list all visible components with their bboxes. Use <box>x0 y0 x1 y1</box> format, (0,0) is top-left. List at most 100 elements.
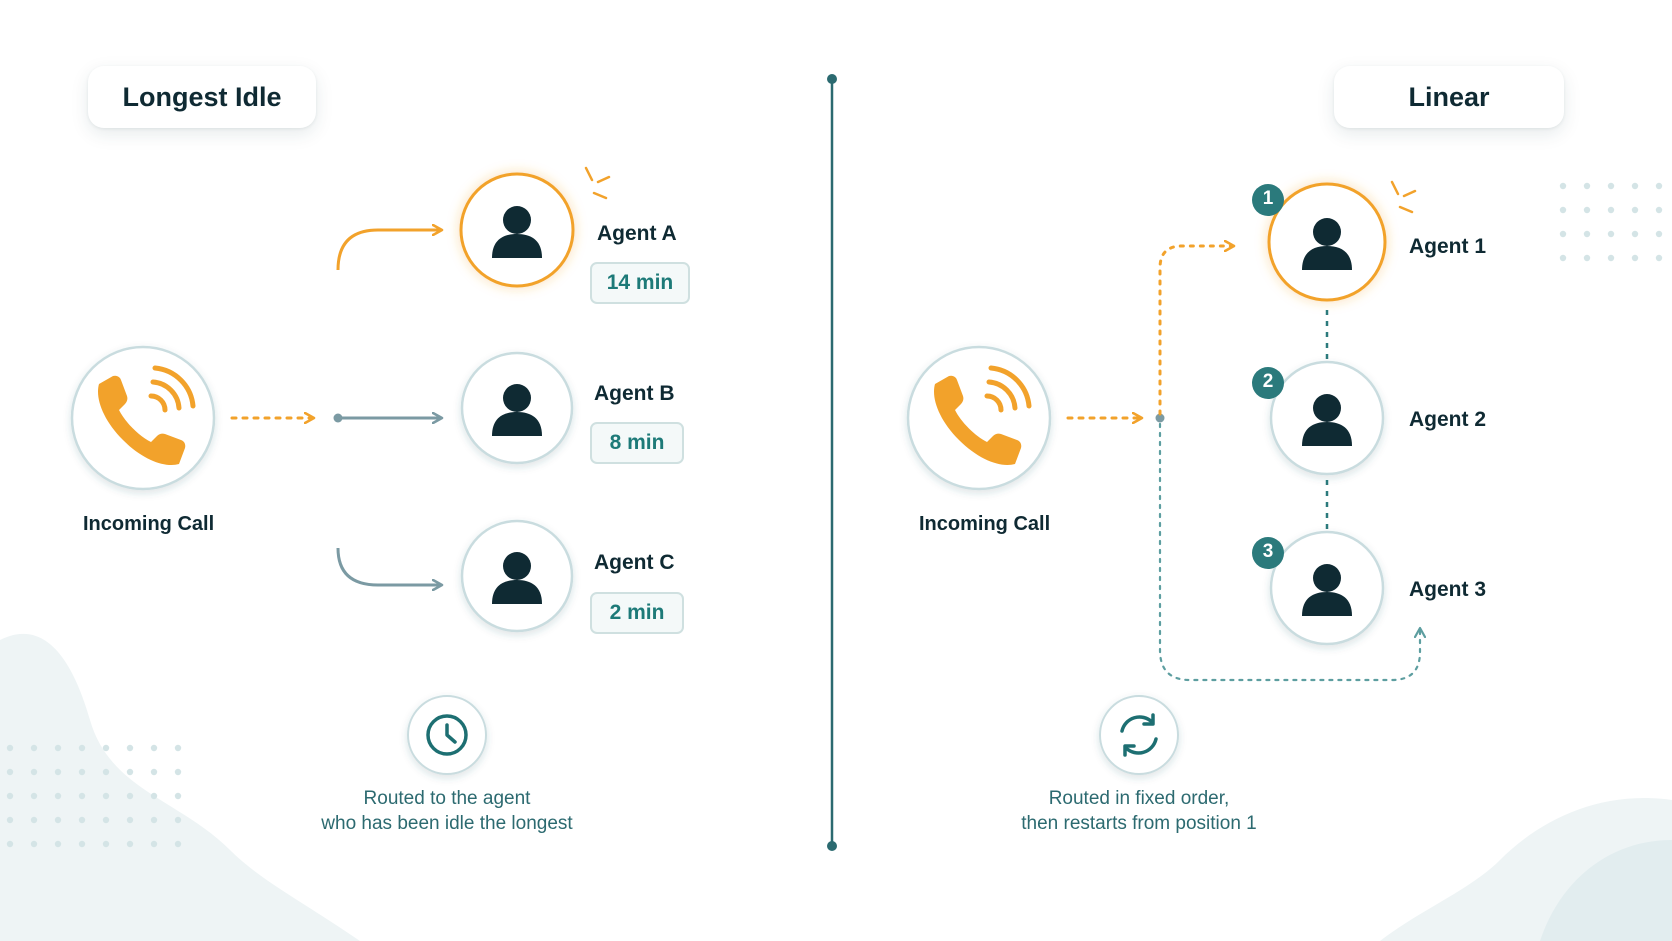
decorative-dot <box>126 768 134 776</box>
decorative-dot <box>1607 254 1615 262</box>
right-title-card: Linear <box>1334 66 1564 128</box>
phone-icon <box>98 365 196 465</box>
right-caption-line2: then restarts from position 1 <box>1021 813 1257 834</box>
left-title: Longest Idle <box>122 81 282 112</box>
decorative-dot <box>150 768 158 776</box>
decorative-dot <box>1607 230 1615 238</box>
left-caption-line2: who has been idle the longest <box>321 813 573 834</box>
decorative-dot <box>126 816 134 824</box>
left-caption: Routed to the agent who has been idle th… <box>297 786 597 836</box>
decorative-dot <box>6 744 14 752</box>
refresh-cycle-icon <box>1120 713 1158 757</box>
agent-b-name: Agent B <box>594 382 675 405</box>
decorative-dot <box>6 840 14 848</box>
decorative-dot <box>1631 254 1639 262</box>
decorative-dot <box>1631 182 1639 190</box>
decorative-dot <box>174 816 182 824</box>
left-title-card: Longest Idle <box>88 66 316 128</box>
decorative-dot <box>30 792 38 800</box>
decorative-dot <box>78 768 86 776</box>
decorative-dot <box>30 768 38 776</box>
position-number-1: 1 <box>1262 188 1274 209</box>
decorative-dot <box>1607 182 1615 190</box>
left-arrow-agent-a <box>336 230 442 271</box>
left-arrow-agent-c <box>336 547 442 585</box>
decorative-dot <box>174 744 182 752</box>
right-call-circle <box>906 345 1052 491</box>
decorative-dot <box>54 744 62 752</box>
left-caption-line1: Routed to the agent <box>363 788 531 809</box>
decorative-dot <box>54 840 62 848</box>
agent-a-idle-time: 14 min <box>606 271 674 294</box>
agent-2-name: Agent 2 <box>1409 408 1487 431</box>
decorative-dot <box>6 816 14 824</box>
decorative-dot <box>78 744 86 752</box>
dot-grid-right <box>1559 182 1663 262</box>
decorative-dot <box>150 840 158 848</box>
decorative-dot <box>150 816 158 824</box>
decorative-dot <box>6 792 14 800</box>
right-caption-icon-circle <box>1099 695 1179 775</box>
decorative-dot <box>126 744 134 752</box>
attention-spark-icon <box>584 166 611 200</box>
decorative-dot <box>174 840 182 848</box>
position-number-3: 3 <box>1262 541 1274 562</box>
decorative-dot <box>150 792 158 800</box>
dot-grid-left <box>6 744 182 848</box>
decorative-dot <box>1583 254 1591 262</box>
decorative-dot <box>78 840 86 848</box>
agent-1-name: Agent 1 <box>1409 235 1487 258</box>
decorative-dot <box>1583 206 1591 214</box>
background-blob-left <box>0 633 360 941</box>
position-badge-3 <box>1252 537 1284 569</box>
attention-spark-icon <box>1390 180 1417 214</box>
decorative-dot <box>174 768 182 776</box>
decorative-dot <box>102 792 110 800</box>
decorative-dot <box>102 816 110 824</box>
decorative-dot <box>1631 230 1639 238</box>
decorative-dot <box>1655 254 1663 262</box>
right-caption: Routed in fixed order, then restarts fro… <box>989 786 1289 836</box>
decorative-dot <box>54 792 62 800</box>
clock-icon <box>426 714 468 756</box>
right-restart-loop <box>1158 422 1420 682</box>
right-arrow-agent-1 <box>1158 246 1236 416</box>
agent-b-idle-badge: 8 min <box>590 422 684 464</box>
decorative-dot <box>102 768 110 776</box>
decorative-dot <box>1655 206 1663 214</box>
decorative-dot <box>1559 254 1567 262</box>
decorative-dot <box>1607 206 1615 214</box>
decorative-dot <box>1631 206 1639 214</box>
decorative-dot <box>102 744 110 752</box>
position-number-2: 2 <box>1262 371 1274 392</box>
right-call-label: Incoming Call <box>919 513 1051 535</box>
decorative-dot <box>78 792 86 800</box>
left-call-label: Incoming Call <box>83 513 215 535</box>
agent-c-idle-time: 2 min <box>609 601 665 624</box>
decorative-dot <box>30 840 38 848</box>
agent-b-idle-time: 8 min <box>609 431 665 454</box>
decorative-dot <box>1559 182 1567 190</box>
decorative-dot <box>1583 182 1591 190</box>
decorative-dot <box>30 744 38 752</box>
decorative-dot <box>150 744 158 752</box>
agent-c-idle-badge: 2 min <box>590 592 684 634</box>
decorative-dot <box>1655 230 1663 238</box>
right-caption-line1: Routed in fixed order, <box>1048 788 1230 809</box>
agent-a-name: Agent A <box>597 222 677 245</box>
decorative-dot <box>1655 182 1663 190</box>
agent-c-name: Agent C <box>594 551 675 574</box>
decorative-dot <box>126 840 134 848</box>
decorative-dot <box>54 816 62 824</box>
decorative-dot <box>126 792 134 800</box>
right-title: Linear <box>1408 81 1490 112</box>
position-badge-1 <box>1252 184 1284 216</box>
decorative-dot <box>54 768 62 776</box>
decorative-dot <box>6 768 14 776</box>
decorative-dot <box>30 816 38 824</box>
agent-3-name: Agent 3 <box>1409 578 1487 601</box>
decorative-dot <box>1559 206 1567 214</box>
decorative-dot <box>1559 230 1567 238</box>
phone-icon <box>934 365 1032 465</box>
